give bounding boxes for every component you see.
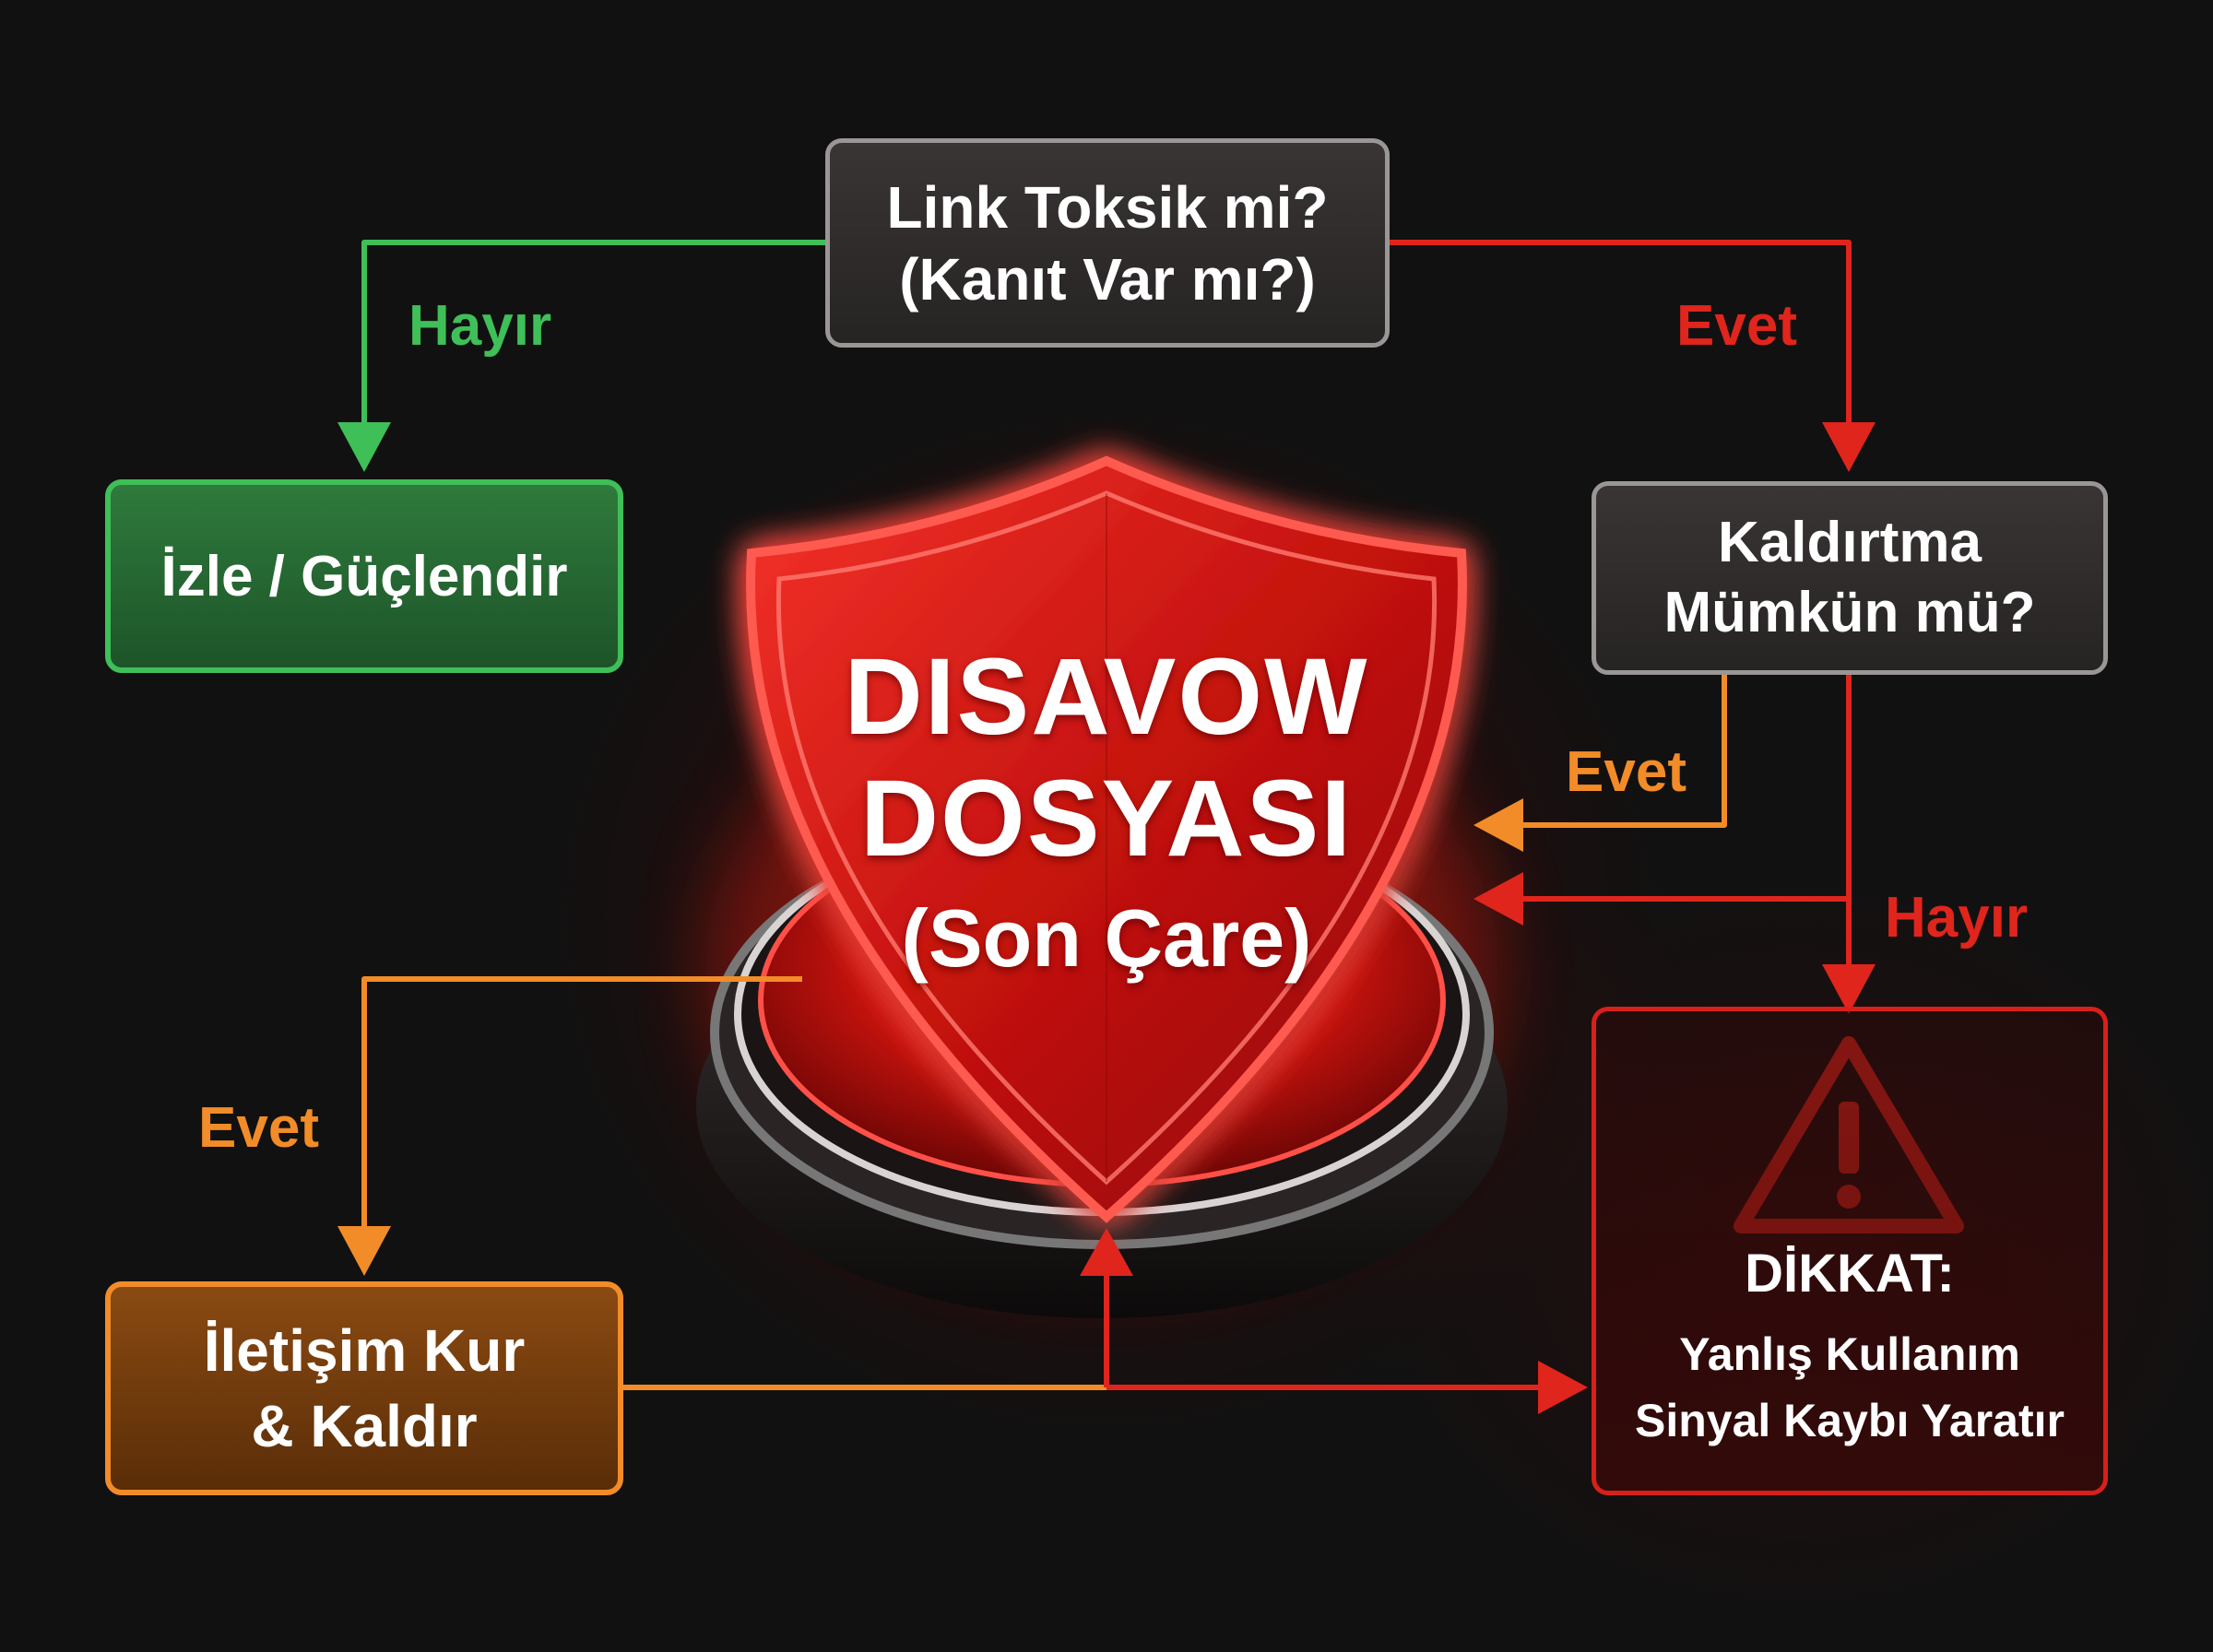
toxic-link-question-line1: Link Toksik mi? bbox=[886, 173, 1329, 241]
edge-removal-yes bbox=[1512, 675, 1727, 828]
contact-remove-box: İletişim Kur & Kaldır bbox=[105, 1281, 623, 1495]
shield-icon bbox=[746, 455, 1467, 1223]
removal-question-box: Kaldırtma Mümkün mü? bbox=[1592, 481, 2108, 675]
edge-label-toxic-no: Hayır bbox=[408, 294, 552, 358]
monitor-strengthen-box: İzle / Güçlendir bbox=[105, 479, 623, 673]
warning-line1: Yanlış Kullanım bbox=[1679, 1328, 2020, 1380]
warning-title: DİKKAT: bbox=[1745, 1244, 1955, 1304]
disavow-shield-label: DISAVOW DOSYASI (Son Çare) bbox=[793, 636, 1420, 994]
removal-question-line2: Mümkün mü? bbox=[1663, 581, 2036, 644]
shield-line2: DOSYASI bbox=[859, 758, 1354, 879]
shield-line1: DISAVOW bbox=[844, 636, 1369, 758]
contact-remove-line1: İletişim Kur bbox=[203, 1317, 526, 1384]
arrowhead bbox=[1822, 964, 1876, 1014]
warning-line2: Sinyal Kaybı Yaratır bbox=[1635, 1395, 2065, 1446]
shield-line3: (Son Çare) bbox=[901, 892, 1312, 984]
arrowhead bbox=[1822, 422, 1876, 472]
arrowhead bbox=[1473, 798, 1523, 852]
arrowhead bbox=[1080, 1228, 1133, 1276]
toxic-link-question-box: Link Toksik mi? (Kanıt Var mı?) bbox=[825, 138, 1390, 348]
removal-question-line1: Kaldırtma bbox=[1718, 511, 1982, 574]
edge-label-toxic-yes: Evet bbox=[1676, 294, 1797, 358]
edge-label-removal-no: Hayır bbox=[1885, 886, 2029, 950]
edge-label-removal-yes: Evet bbox=[1566, 740, 1686, 804]
warning-box: DİKKAT: Yanlış Kullanım Sinyal Kaybı Yar… bbox=[1592, 1007, 2108, 1495]
arrowhead bbox=[1538, 1361, 1588, 1414]
monitor-strengthen-label: İzle / Güçlendir bbox=[160, 544, 568, 608]
contact-remove-line2: & Kaldır bbox=[251, 1393, 478, 1459]
arrowhead bbox=[337, 1226, 391, 1276]
edge-label-contact-yes: Evet bbox=[198, 1096, 319, 1160]
edge-contact-yes bbox=[361, 976, 802, 1231]
edge-toxic-yes bbox=[1390, 240, 1852, 433]
edge-toxic-no bbox=[361, 240, 825, 433]
arrowhead bbox=[337, 422, 391, 472]
arrowhead bbox=[1473, 872, 1523, 926]
toxic-link-question-line2: (Kanıt Var mı?) bbox=[899, 245, 1316, 313]
